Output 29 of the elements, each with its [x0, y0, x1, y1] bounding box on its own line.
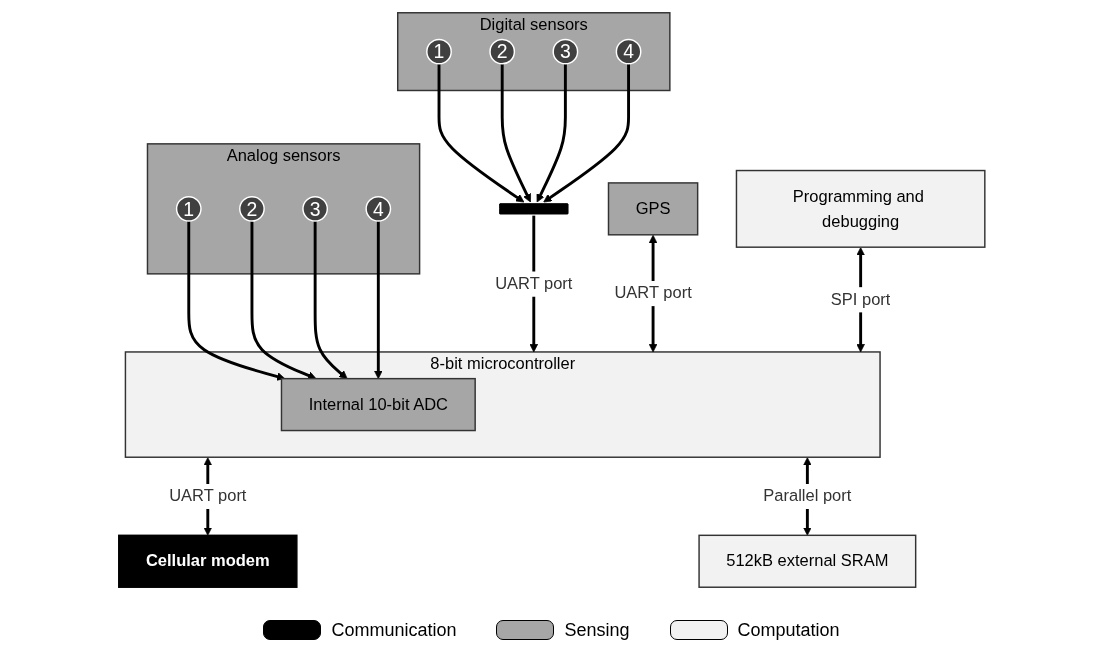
node-circle: 4 — [615, 38, 642, 65]
legend-label: Sensing — [564, 619, 630, 641]
arrow — [437, 63, 524, 203]
node-circle: 3 — [552, 38, 578, 65]
arrow — [187, 221, 285, 381]
arrow — [500, 63, 531, 203]
node-box: 512kB external SRAM — [698, 534, 917, 588]
node-circle: 1 — [425, 38, 452, 65]
node-circle: 4 — [365, 195, 391, 222]
edge-label: UART port — [494, 274, 573, 293]
node-circle: 3 — [301, 195, 328, 222]
edge-label: UART port — [168, 486, 247, 506]
node-box: Internal 10-bit ADC — [280, 377, 476, 432]
edge-label: UART port — [614, 283, 692, 303]
node-box: Cellular modem — [117, 534, 298, 588]
node-circle: 2 — [238, 195, 265, 222]
node-circle: 2 — [488, 38, 515, 65]
edge-label: Parallel port — [763, 486, 852, 506]
arrow — [536, 63, 567, 203]
arrow — [543, 63, 630, 203]
node-circle: 1 — [175, 195, 202, 222]
legend-label: Communication — [331, 619, 457, 641]
arrow — [313, 221, 348, 379]
arrow — [373, 221, 383, 379]
edge-label: SPI port — [830, 290, 891, 309]
node-box: GPS — [607, 182, 699, 236]
legend-label: Computation — [737, 619, 840, 641]
node-box: Programming and debugging — [735, 169, 986, 248]
arrow — [250, 221, 317, 380]
